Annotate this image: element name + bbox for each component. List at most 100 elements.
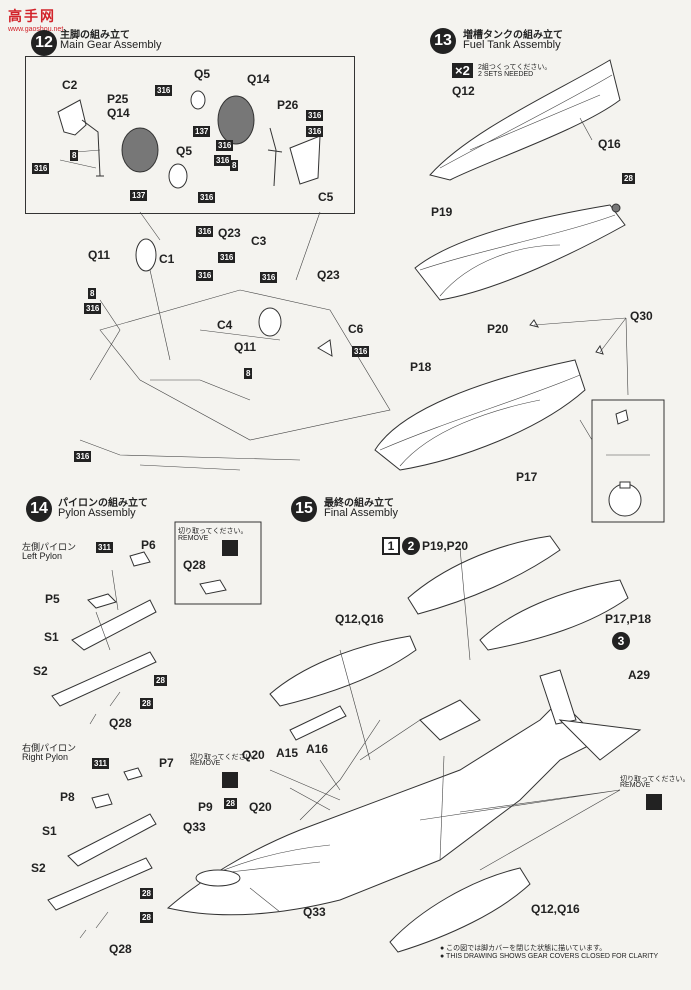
step-15-title-en: Final Assembly (324, 507, 398, 519)
remove-jp-right: 切り取ってください。 (620, 776, 690, 783)
step-12-number: 12 (31, 30, 57, 56)
tag-137: 137 (193, 126, 211, 137)
tag-316: 316 (196, 226, 214, 237)
label-c1: C1 (159, 252, 175, 266)
step-ref-2-icon: 2 (402, 537, 420, 555)
step-12-title-en: Main Gear Assembly (60, 39, 162, 51)
right-pylon-en: Right Pylon (22, 752, 69, 762)
fuel-tank-p19-p20 (414, 203, 626, 301)
tag-316: 316 (306, 126, 324, 137)
label-c6: C6 (348, 322, 364, 336)
step-14-title-en: Pylon Assembly (58, 507, 136, 519)
label-c3: C3 (251, 234, 267, 248)
footnote-en: ● THIS DRAWING SHOWS GEAR COVERS CLOSED … (440, 953, 659, 960)
label-q30: Q30 (630, 309, 653, 323)
tag-28: 28 (622, 173, 635, 184)
tag-316: 316 (218, 252, 236, 263)
tag-8: 8 (244, 368, 253, 379)
label-p20: P20 (487, 322, 509, 336)
label-p5: P5 (45, 592, 60, 606)
remove-detail-box (174, 521, 262, 605)
tag-137: 137 (130, 190, 148, 201)
step-15-title-jp: 最終の組み立て (324, 498, 394, 509)
label-p25: P25 (107, 92, 129, 106)
tag-316: 316 (84, 303, 102, 314)
tag-8: 8 (88, 288, 97, 299)
label-q33-b: Q33 (303, 905, 326, 919)
label-p9: P9 (198, 800, 213, 814)
label-a29: A29 (628, 668, 651, 682)
tag-316: 316 (74, 451, 92, 462)
label-q16: Q16 (598, 137, 621, 151)
callout-p19-p20-text: P19,P20 (422, 539, 469, 553)
fuel-tank-p17-p18 (374, 317, 629, 471)
left-pylon-jp: 左側パイロン (22, 542, 77, 552)
tag-311: 311 (92, 758, 109, 769)
step-14-title-jp: パイロンの組み立て (58, 498, 148, 509)
tag-316: 316 (196, 270, 214, 281)
label-q5-b: Q5 (176, 144, 193, 158)
step-14-number: 14 (26, 496, 52, 522)
label-q28-right: Q28 (109, 942, 132, 956)
tag-316: 316 (260, 272, 278, 283)
label-q28-left: Q28 (109, 716, 132, 730)
label-q11-b: Q11 (234, 340, 257, 354)
label-q20-b: Q20 (249, 800, 272, 814)
step-13-number: 13 (430, 28, 456, 54)
label-p8: P8 (60, 790, 75, 804)
tag-316: 316 (198, 192, 216, 203)
label-q14-a: Q14 (107, 106, 130, 120)
label-s2-left: S2 (33, 664, 48, 678)
label-p18: P18 (410, 360, 432, 374)
label-q23-a: Q23 (218, 226, 241, 240)
label-q20-a: Q20 (242, 748, 265, 762)
remove-icon (222, 772, 238, 788)
tag-28: 28 (140, 698, 153, 709)
label-p26: P26 (277, 98, 299, 112)
label-q14-b: Q14 (247, 72, 270, 86)
remove-icon (646, 794, 662, 810)
label-c5: C5 (318, 190, 334, 204)
gear-strut-left (57, 99, 188, 189)
callout-p19-p20: 1 2 P19,P20 (382, 537, 468, 555)
remove-jp-left: 切り取ってください。 (190, 754, 260, 761)
remove-en-right: REMOVE (620, 782, 651, 789)
label-q12-q16-top: Q12,Q16 (335, 612, 384, 626)
step-ref-1-icon: 1 (382, 537, 400, 555)
label-c4: C4 (217, 318, 233, 332)
wing-underside (79, 238, 391, 471)
gear-strut-right (190, 90, 321, 187)
step-ref-3-icon: 3 (612, 632, 630, 650)
step-12-detail-box (25, 56, 355, 214)
note-en: 2 SETS NEEDED (478, 71, 534, 78)
label-s1-right: S1 (42, 824, 57, 838)
aircraft (166, 669, 642, 916)
fuel-tank-half-q (429, 59, 621, 181)
callout-p17-p18: P17,P18 (605, 612, 652, 626)
label-q11-a: Q11 (88, 248, 111, 262)
watermark-text: 高手网 (8, 8, 56, 24)
label-a15: A15 (276, 746, 299, 760)
tag-316: 316 (306, 110, 324, 121)
step-12-title-jp: 主脚の組み立て (60, 30, 130, 41)
q28-remove-part (199, 579, 227, 595)
step-13-title-jp: 増槽タンクの組み立て (463, 30, 563, 41)
tag-28: 28 (154, 675, 167, 686)
final-leader-lines (249, 547, 621, 913)
label-q23-b: Q23 (317, 268, 340, 282)
label-s1-left: S1 (44, 630, 59, 644)
q30-detail-box (591, 399, 665, 523)
tag-8: 8 (70, 150, 79, 161)
step-13-title-en: Fuel Tank Assembly (463, 39, 561, 51)
label-s2-right: S2 (31, 861, 46, 875)
label-q12-q16-bottom: Q12,Q16 (531, 902, 580, 916)
tag-28: 28 (140, 888, 153, 899)
label-q33-a: Q33 (183, 820, 206, 834)
right-pylon-jp: 右側パイロン (22, 743, 77, 753)
label-p7: P7 (159, 756, 174, 770)
watermark: 高手网 www.gaoshou.net (8, 6, 63, 33)
label-p17: P17 (516, 470, 538, 484)
tag-316: 316 (216, 140, 234, 151)
label-c2: C2 (62, 78, 78, 92)
